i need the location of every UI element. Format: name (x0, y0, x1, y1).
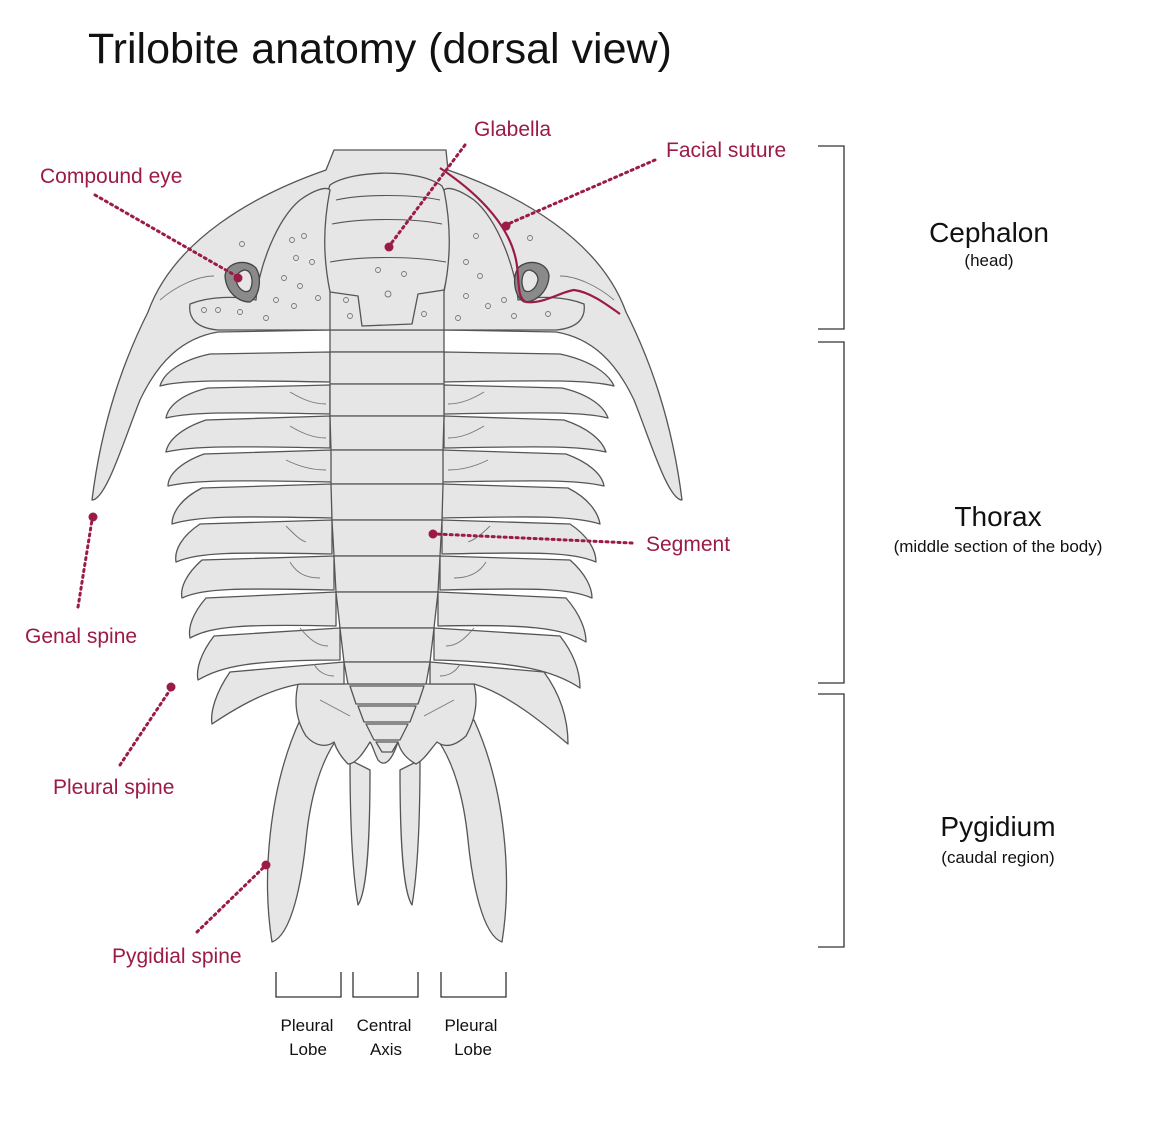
pleural-rib-right-1 (443, 351, 615, 387)
segment-dot (428, 529, 438, 539)
pleural-rib-right-8 (437, 591, 587, 643)
compound-eye-right (513, 261, 550, 303)
bracket-left-pleural-lobe (275, 972, 342, 998)
label-segment: Segment (646, 533, 730, 556)
pleural-rib-right-10 (429, 661, 569, 745)
page-title: Trilobite anatomy (dorsal view) (88, 25, 672, 73)
lobe-left-line2: Lobe (289, 1040, 327, 1059)
facial-suture-line (439, 167, 621, 315)
label-pygidial-spine: Pygidial spine (112, 945, 242, 968)
pleural-rib-left-5 (171, 483, 333, 525)
bracket-central-axis (352, 972, 419, 998)
lobe-right-line1: Pleural (445, 1016, 498, 1035)
facial-suture-dot (501, 221, 511, 231)
pleural-rib-left-8 (188, 591, 337, 639)
tail-spine-center-right (399, 759, 421, 906)
label-facial-suture: Facial suture (666, 139, 786, 162)
section-thorax-desc: (middle section of the body) (894, 537, 1103, 556)
pleural-rib-right-3 (443, 415, 607, 453)
trilobite-illustration (91, 149, 683, 943)
pleural-rib-right-5 (441, 483, 601, 525)
pleural-rib-right-7 (439, 555, 593, 599)
pleural-rib-right-6 (441, 519, 597, 563)
section-cephalon-name: Cephalon (929, 217, 1049, 248)
genal-spine-dot (88, 512, 98, 522)
pygidial-spine-dot (261, 860, 271, 870)
pleural-rib-right-2 (443, 384, 609, 419)
label-glabella: Glabella (474, 118, 551, 141)
tail-spine-center-left (349, 759, 371, 906)
central-axis (329, 329, 445, 753)
glabella-dot (384, 242, 394, 252)
section-pygidium-desc: (caudal region) (941, 848, 1054, 867)
bracket-pygidium (818, 693, 845, 948)
cheek-left (189, 187, 331, 331)
bracket-cephalon (818, 145, 845, 330)
pleural-rib-left-7 (180, 555, 335, 599)
lobe-center-line2: Axis (370, 1040, 402, 1059)
lobe-right-line2: Lobe (454, 1040, 492, 1059)
compound-eye-dot (233, 273, 243, 283)
bracket-thorax (818, 341, 845, 684)
lobe-center-line1: Central (357, 1016, 412, 1035)
label-genal-spine: Genal spine (25, 625, 137, 648)
pygidial-spine-right (433, 719, 508, 943)
bracket-right-pleural-lobe (440, 972, 507, 998)
cheek-right (443, 187, 585, 331)
pleural-rib-right-9 (433, 627, 581, 689)
pleural-rib-left-4 (167, 449, 333, 487)
label-compound-eye: Compound eye (40, 165, 182, 188)
pygidial-spine-left (266, 719, 341, 943)
pleural-rib-left-2 (165, 384, 331, 419)
pleural-rib-right-4 (441, 449, 605, 487)
section-thorax-name: Thorax (954, 501, 1041, 532)
label-pleural-spine: Pleural spine (53, 776, 174, 799)
pleural-rib-left-3 (165, 415, 331, 453)
pleural-rib-left-10 (210, 661, 345, 725)
section-pygidium-name: Pygidium (940, 811, 1055, 842)
pleural-spine-dot (166, 682, 176, 692)
pleural-rib-left-9 (196, 627, 341, 681)
pleural-furrows (285, 391, 491, 717)
lobe-left-line1: Pleural (281, 1016, 334, 1035)
section-cephalon-desc: (head) (964, 251, 1013, 270)
annotation-leaders (76, 143, 657, 934)
pleural-rib-left-1 (159, 351, 331, 387)
pleural-rib-left-6 (175, 519, 333, 563)
tubercles (201, 233, 551, 321)
